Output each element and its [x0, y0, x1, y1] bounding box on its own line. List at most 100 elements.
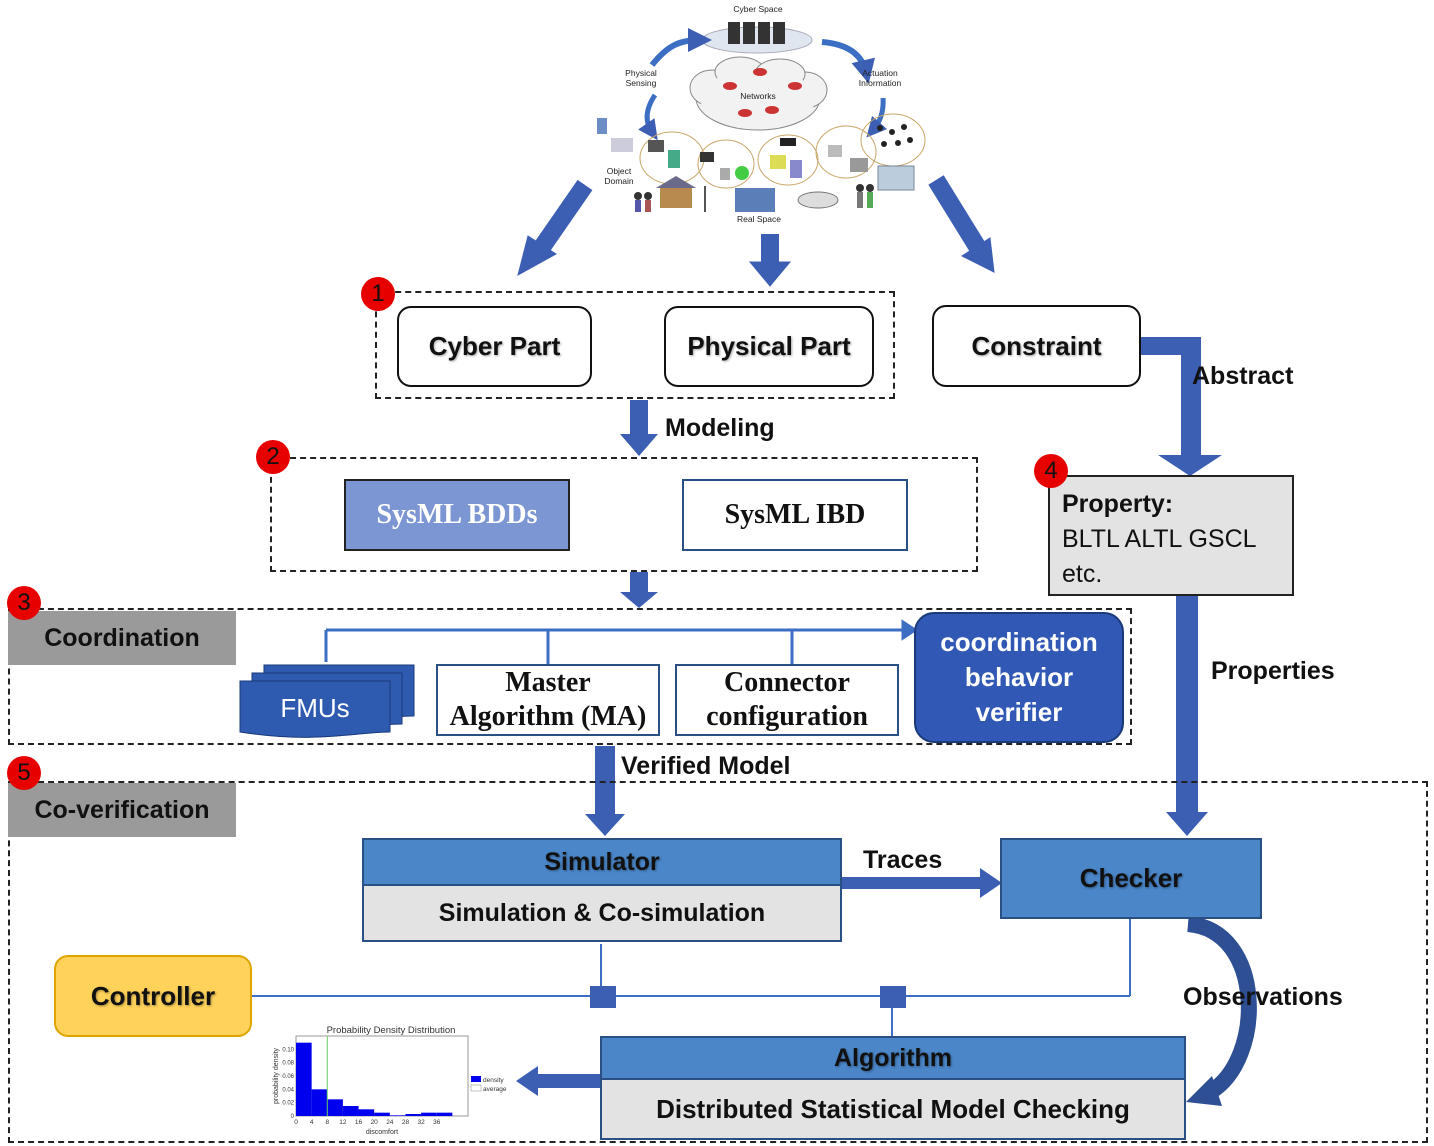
legend-density-swatch — [471, 1076, 481, 1082]
properties-arrow — [1166, 596, 1208, 836]
histogram-bar — [389, 1115, 406, 1116]
connector-line-2: configuration — [706, 701, 868, 732]
coordination-tag: Coordination — [8, 611, 236, 665]
verifier-line-2: behavior — [964, 662, 1074, 692]
step-marker-1: 1 — [361, 277, 395, 311]
x-tick-label: 0 — [294, 1119, 298, 1126]
network-cloud-icon — [689, 56, 828, 131]
master-line-2: Algorithm (MA) — [449, 701, 647, 732]
device-icon — [611, 138, 633, 152]
legend-density-label: density — [483, 1077, 504, 1084]
abstract-arrow — [1141, 337, 1222, 476]
histogram-bar — [311, 1089, 328, 1116]
modeling-arrow — [620, 400, 658, 456]
simulation-box: Simulation & Co-simulation — [362, 884, 842, 942]
cyber-space-label: Cyber Space — [733, 4, 783, 14]
server-icon — [773, 22, 785, 44]
car-icon — [797, 191, 839, 209]
device-icon — [668, 150, 680, 168]
x-tick-label: 12 — [339, 1119, 347, 1126]
histogram-bar — [436, 1112, 453, 1116]
section-3-frame — [8, 608, 1132, 745]
fmus-label: FMUs — [280, 692, 350, 723]
histogram-bar — [374, 1112, 390, 1116]
junction-node — [590, 986, 616, 1008]
verifier-line-3: verifier — [975, 697, 1063, 727]
master-algorithm-box: Master Algorithm (MA) — [436, 664, 660, 736]
house-icon — [660, 186, 692, 208]
chart-title: Probability Density Distribution — [327, 1025, 456, 1036]
building-icon — [877, 165, 915, 191]
histogram-bar — [296, 1042, 312, 1116]
constraint-box: Constraint — [932, 305, 1141, 387]
physical-part-box: Physical Part — [664, 306, 874, 387]
device-icon — [828, 145, 842, 157]
algorithm-to-chart-arrow — [516, 1066, 602, 1096]
y-tick-label: 0.06 — [282, 1074, 294, 1080]
modeling-label: Modeling — [665, 414, 775, 442]
section-2-frame — [270, 457, 978, 572]
coordination-behavior-verifier-box: coordination behavior verifier — [914, 612, 1124, 743]
device-icon — [700, 152, 714, 162]
x-tick-label: 32 — [417, 1119, 425, 1126]
server-icon — [728, 22, 740, 44]
phone-icon — [597, 118, 607, 134]
section-5-frame — [8, 781, 1428, 1143]
histogram-bar — [342, 1106, 359, 1116]
fmus-stack — [239, 664, 415, 738]
section-1-frame — [375, 291, 895, 399]
physical-sensing-label: Physical Sensing — [625, 68, 657, 88]
verifier-line-1: coordination — [940, 627, 1098, 657]
sysml-ibd-box: SysML IBD — [682, 479, 908, 551]
sensor-icon — [735, 166, 749, 180]
step-marker-2: 2 — [256, 440, 290, 474]
histogram-bar — [421, 1112, 437, 1116]
x-tick-label: 8 — [325, 1119, 329, 1126]
abstract-label: Abstract — [1192, 362, 1294, 390]
device-icon — [648, 140, 664, 152]
x-tick-label: 4 — [310, 1119, 314, 1126]
chart-xlabel: discomfort — [366, 1129, 398, 1136]
cps-illustration — [597, 22, 926, 212]
bus-icon — [735, 188, 775, 212]
histogram-bar — [405, 1114, 422, 1116]
y-tick-label: 0.08 — [282, 1061, 294, 1067]
co-verification-tag: Co-verification — [8, 783, 236, 837]
y-tick-label: 0.04 — [282, 1087, 294, 1093]
device-icon — [720, 168, 730, 180]
legend-average-label: average — [483, 1086, 507, 1093]
property-box: Property: BLTL ALTL GSCL etc. — [1048, 475, 1294, 596]
step-marker-3: 3 — [7, 586, 41, 620]
sysml-bdds-box: SysML BDDs — [344, 479, 570, 551]
histogram-bar — [327, 1099, 343, 1116]
histogram-bar — [358, 1109, 375, 1116]
verified-model-label: Verified Model — [621, 752, 791, 780]
server-icon — [758, 22, 770, 44]
object-domain-label: Object Domain — [604, 166, 634, 186]
traces-arrow — [842, 868, 1002, 898]
coordination-bus — [324, 619, 918, 664]
property-line-2: etc. — [1062, 560, 1103, 588]
simulator-header: Simulator — [362, 838, 842, 886]
x-tick-label: 24 — [386, 1119, 394, 1126]
illustration-arrows — [517, 175, 995, 287]
chart-ylabel: probability density — [273, 1047, 280, 1104]
observations-arrow — [1186, 916, 1257, 1106]
properties-label: Properties — [1211, 657, 1335, 685]
connector-configuration-box: Connector configuration — [675, 664, 899, 736]
real-space-label: Real Space — [737, 214, 781, 224]
junction-node — [880, 986, 906, 1008]
y-tick-label: 0.10 — [282, 1047, 294, 1053]
x-tick-label: 36 — [433, 1119, 441, 1126]
observations-label: Observations — [1183, 983, 1343, 1011]
actuation-information-label: Actuation Information — [858, 68, 902, 88]
y-tick-label: 0.02 — [282, 1101, 294, 1107]
dsmc-box: Distributed Statistical Model Checking — [600, 1078, 1186, 1140]
networks-label: Networks — [740, 91, 776, 101]
master-line-1: Master — [505, 667, 591, 698]
controller-box: Controller — [54, 955, 252, 1037]
connector-line-1: Connector — [724, 667, 850, 698]
